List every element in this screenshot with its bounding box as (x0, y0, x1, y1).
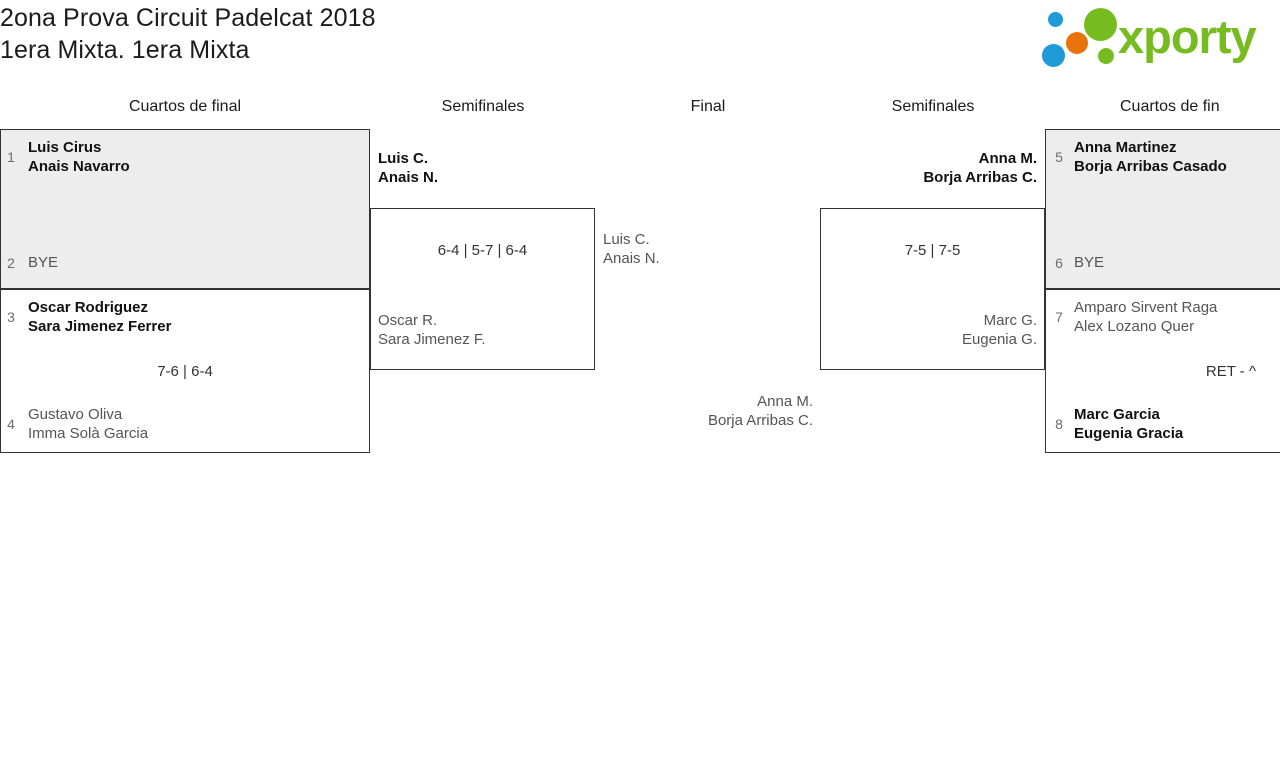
player-name-1: Luis C. (378, 150, 429, 167)
player-name-1: Anna Martinez (1074, 139, 1177, 156)
player-name-1: Anna M. (978, 150, 1037, 167)
seed-number: 2 (7, 255, 15, 271)
logo-dot-green-large-icon (1084, 8, 1117, 41)
player-name-1: Amparo Sirvent Raga (1074, 299, 1218, 316)
player-name-1: Anna M. (757, 393, 813, 410)
seed-number: 1 (7, 149, 15, 165)
team-qf2-top[interactable]: 3 Oscar Rodriguez Sara Jimenez Ferrer (0, 298, 360, 336)
team-sf-left-bottom[interactable]: Oscar R. Sara Jimenez F. (378, 311, 593, 349)
logo-wordmark: xporty (1118, 10, 1257, 63)
score-qf4: RET - ^ (1205, 363, 1256, 380)
player-name-2: Anais Navarro (28, 158, 130, 175)
team-qf3-top[interactable]: 5 Anna Martinez Borja Arribas Casado (1048, 138, 1280, 176)
match-box-qf3[interactable] (1045, 129, 1280, 289)
round-header-final: Final (690, 98, 726, 115)
round-header-semifinals-right: Semifinales (891, 98, 975, 115)
score-sf-right: 7-5 | 7-5 (904, 242, 961, 259)
player-name-1: Gustavo Oliva (28, 406, 123, 423)
team-qf1-bottom[interactable]: 2 BYE (0, 253, 360, 272)
player-name-2: Eugenia G. (961, 331, 1037, 348)
team-sf-right-bottom[interactable]: Marc G. Eugenia G. (822, 311, 1037, 349)
player-name-1: Marc G. (983, 312, 1037, 329)
match-box-qf1[interactable] (0, 129, 370, 289)
player-name-2: Alex Lozano Quer (1074, 318, 1195, 335)
player-name-2: Sara Jimenez F. (378, 331, 486, 348)
team-sf-right-top[interactable]: Anna M. Borja Arribas C. (822, 149, 1037, 187)
seed-number: 4 (7, 416, 15, 432)
seed-number: 8 (1055, 416, 1063, 432)
match-box-sf-right[interactable] (820, 208, 1045, 370)
player-name-1: Oscar Rodriguez (28, 299, 149, 316)
logo-dot-blue-small-icon (1048, 12, 1063, 27)
score-qf2: 7-6 | 6-4 (157, 363, 213, 380)
match-box-qf4[interactable] (1045, 289, 1280, 453)
team-qf4-bottom[interactable]: 8 Marc Garcia Eugenia Gracia (1048, 405, 1280, 443)
player-name-1: Marc Garcia (1074, 406, 1160, 423)
page-title: 2ona Prova Circuit Padelcat 2018 1era Mi… (0, 2, 700, 66)
logo-dot-blue-large-icon (1042, 44, 1065, 67)
match-box-sf-left[interactable] (370, 208, 595, 370)
seed-number: 3 (7, 309, 15, 325)
team-final-right[interactable]: Anna M. Borja Arribas C. (600, 392, 813, 430)
player-name-2: Sara Jimenez Ferrer (28, 318, 172, 335)
tournament-name: 2ona Prova Circuit Padelcat 2018 (0, 4, 376, 32)
seed-number: 5 (1055, 149, 1063, 165)
xporty-logo[interactable]: xporty (1040, 6, 1272, 68)
player-name-2: Borja Arribas C. (923, 169, 1037, 186)
team-qf1-top[interactable]: 1 Luis Cirus Anais Navarro (0, 138, 360, 176)
player-name-2: Eugenia Gracia (1074, 425, 1184, 442)
logo-dot-orange-icon (1066, 32, 1088, 54)
seed-number: 7 (1055, 309, 1063, 325)
score-sf-left: 6-4 | 5-7 | 6-4 (437, 242, 528, 259)
player-name-1: BYE (1074, 254, 1105, 271)
player-name-1: Luis Cirus (28, 139, 102, 156)
player-name-2: Borja Arribas C. (707, 412, 813, 429)
round-header-quarterfinals-right: Cuartos de fin (1120, 98, 1220, 115)
team-qf3-bottom[interactable]: 6 BYE (1048, 253, 1280, 272)
player-name-2: Borja Arribas Casado (1074, 158, 1227, 175)
match-box-qf2[interactable] (0, 289, 370, 453)
team-qf2-bottom[interactable]: 4 Gustavo Oliva Imma Solà Garcia (0, 405, 360, 443)
round-header-semifinals-left: Semifinales (441, 98, 525, 115)
player-name-2: Anais N. (378, 169, 439, 186)
seed-number: 6 (1055, 255, 1063, 271)
player-name-2: Imma Solà Garcia (28, 425, 149, 442)
round-header-quarterfinals-left: Cuartos de final (128, 98, 242, 115)
team-qf4-top[interactable]: 7 Amparo Sirvent Raga Alex Lozano Quer (1048, 298, 1280, 336)
player-name-2: Anais N. (603, 250, 660, 267)
logo-dot-green-small-icon (1098, 48, 1114, 64)
player-name-1: Oscar R. (378, 312, 438, 329)
player-name-1: BYE (28, 254, 59, 271)
team-final-left[interactable]: Luis C. Anais N. (603, 230, 808, 268)
player-name-1: Luis C. (603, 231, 650, 248)
team-sf-left-top[interactable]: Luis C. Anais N. (378, 149, 593, 187)
category-name: 1era Mixta. 1era Mixta (0, 36, 250, 64)
